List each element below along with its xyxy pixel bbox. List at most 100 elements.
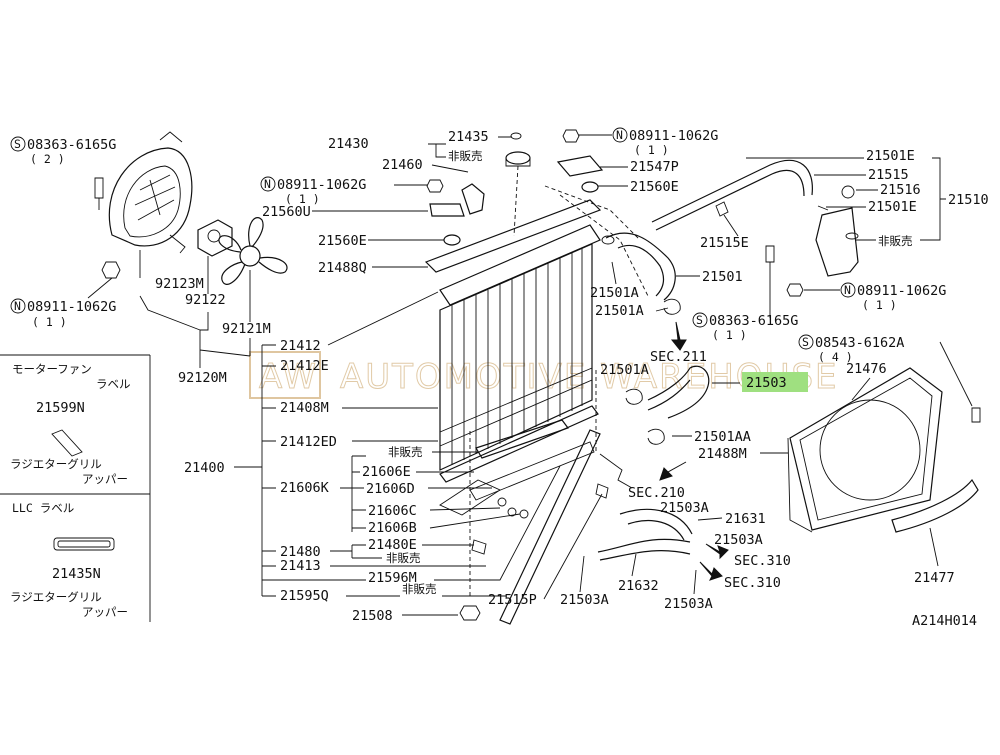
- part-21510: 21510: [948, 192, 989, 208]
- shroud-21476: [789, 367, 943, 531]
- part-21412E: 21412E: [280, 358, 329, 374]
- hihanbai-mid: 非販売: [388, 445, 423, 459]
- part-21501E-top: 21501E: [866, 148, 915, 164]
- part-21476: 21476: [846, 361, 887, 377]
- part-21515: 21515: [868, 167, 909, 183]
- part-21501A-1: 21501A: [590, 285, 639, 301]
- part-08911-1062G-right: 08911-1062G: [857, 283, 946, 299]
- clip-21515E: [715, 201, 729, 217]
- part-21501A-2: 21501A: [595, 303, 644, 319]
- arrow-sec211: [670, 321, 687, 351]
- part-21547P: 21547P: [630, 159, 679, 175]
- grille-upper-2a: ラジエターグリル: [10, 590, 102, 604]
- part-21503A-2: 21503A: [714, 532, 763, 548]
- watermark-badge: AW: [259, 357, 318, 397]
- svg-text:( 1 ): ( 1 ): [712, 328, 747, 342]
- lower-hose-21503: [647, 365, 710, 419]
- nut-icon-2: [426, 179, 444, 193]
- part-21560E-left: 21560E: [318, 233, 367, 249]
- part-08911-1062G-left: 08911-1062G: [27, 299, 116, 315]
- svg-text:S: S: [802, 335, 809, 349]
- nut-icon: [101, 261, 121, 279]
- highlight-21503: [742, 372, 808, 392]
- llc-label-sticker: [53, 537, 115, 551]
- reservoir-cap: [841, 185, 855, 199]
- fan-motor: [197, 219, 233, 257]
- oil-cooler-pipe: [475, 419, 569, 459]
- part-21408M: 21408M: [280, 400, 329, 416]
- part-21631: 21631: [725, 511, 766, 527]
- arrow-sec310-1: [705, 543, 729, 560]
- hose-21632: [597, 538, 691, 561]
- fan-shroud-right: S 08543-6162A ( 4 ) 21476 21488M 21477: [698, 334, 981, 586]
- lower-hose-group: 21501A 21503 21501AA SEC.210 21503A 2163…: [488, 362, 808, 612]
- sec-310-2: SEC.310: [724, 575, 781, 591]
- bolt-icon-2: [765, 245, 775, 263]
- part-21430: 21430: [328, 136, 369, 152]
- part-92122: 92122: [185, 292, 226, 308]
- part-08911-1062G-topright: 08911-1062G: [629, 128, 718, 144]
- hihanbai-595: 非販売: [402, 582, 437, 596]
- fan-label-sticker: [51, 429, 83, 457]
- part-21632: 21632: [618, 578, 659, 594]
- hose-clamp-2: [625, 388, 643, 405]
- part-21480: 21480: [280, 544, 321, 560]
- clip-21515P: [595, 483, 609, 499]
- part-21515P: 21515P: [488, 592, 537, 608]
- part-21412: 21412: [280, 338, 321, 354]
- part-21515E: 21515E: [700, 235, 749, 251]
- part-08911-1062G-mid: 08911-1062G: [277, 177, 366, 193]
- part-21599N: 21599N: [36, 400, 85, 416]
- part-08543-6162A: 08543-6162A: [815, 335, 904, 351]
- bolt-symbol-s: [10, 136, 26, 152]
- bracket-21460: [461, 183, 485, 215]
- top-center-parts: 21430 21435 非販売 21460 N 08911-1062G ( 1 …: [260, 129, 531, 276]
- sec-310-1: SEC.310: [734, 553, 791, 569]
- upper-tank: [439, 224, 601, 306]
- grille-upper-1b: アッパー: [82, 472, 128, 486]
- drain-cock: [471, 539, 487, 555]
- grille-upper-1a: ラジエターグリル: [10, 457, 102, 471]
- part-21606D: 21606D: [366, 481, 415, 497]
- svg-text:N: N: [616, 128, 623, 142]
- hihanbai-right: 非販売: [878, 234, 913, 248]
- svg-text:( 1 ): ( 1 ): [634, 143, 669, 157]
- part-21503A-1: 21503A: [660, 500, 709, 516]
- part-21501AA: 21501AA: [694, 429, 751, 445]
- llc-label-title: LLC ラベル: [12, 501, 74, 515]
- part-21435-top: 21435: [448, 129, 489, 145]
- part-21488Q: 21488Q: [318, 260, 367, 276]
- upper-hose-21501: [605, 232, 676, 301]
- part-92123M: 92123M: [155, 276, 204, 292]
- hihanbai-480: 非販売: [386, 551, 421, 565]
- sec-211: SEC.211: [650, 349, 707, 365]
- watermark-badge-frame: [249, 351, 321, 399]
- lower-seal: [439, 367, 593, 447]
- part-21560U: 21560U: [262, 204, 311, 220]
- part-21595Q: 21595Q: [280, 588, 329, 604]
- reservoir-section: N 08911-1062G ( 1 ) 21547P 21560E 21501E…: [544, 127, 989, 312]
- part-21606C: 21606C: [368, 503, 417, 519]
- radiator: [424, 199, 602, 625]
- overflow-hose: [651, 159, 813, 223]
- svg-text:( 4 ): ( 4 ): [818, 350, 853, 364]
- svg-text:N: N: [14, 299, 21, 313]
- part-21503A-4: 21503A: [560, 592, 609, 608]
- part-92120M: 92120M: [178, 370, 227, 386]
- fan-label-title-1: モーターファン: [12, 362, 92, 376]
- part-92121M: 92121M: [222, 321, 271, 337]
- svg-text:N: N: [264, 177, 271, 191]
- part-21477: 21477: [914, 570, 955, 586]
- part-21503: 21503: [746, 375, 787, 391]
- arrow-sec210: [659, 461, 687, 481]
- fan-shroud: [108, 147, 193, 247]
- part-21501: 21501: [702, 269, 743, 285]
- drain-plug-icon: [459, 605, 481, 621]
- part-21413: 21413: [280, 558, 321, 574]
- svg-text:( 1 ): ( 1 ): [285, 192, 320, 206]
- rubber-mount-right: [581, 181, 599, 193]
- part-21508: 21508: [352, 608, 393, 624]
- svg-text:S: S: [14, 137, 21, 151]
- svg-text:( 1 ): ( 1 ): [32, 315, 67, 329]
